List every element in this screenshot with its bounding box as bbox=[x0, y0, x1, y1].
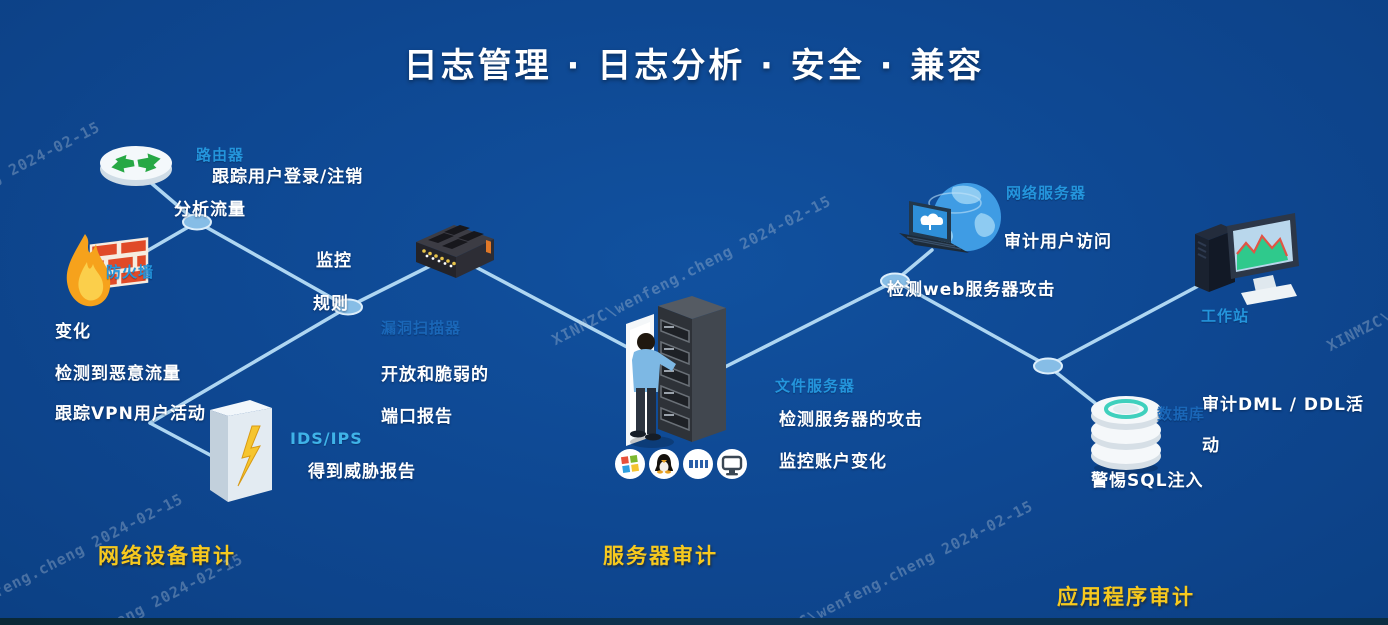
ids-ips-label: IDS/IPS bbox=[290, 429, 363, 448]
scanner-label: 漏洞扫描器 bbox=[381, 319, 462, 337]
page-title: 日志管理 · 日志分析 · 安全 · 兼容 bbox=[403, 46, 985, 86]
section-applications: 应用程序审计 bbox=[1057, 585, 1195, 609]
firewall-note-changes: 变化 bbox=[55, 322, 91, 342]
web-note-attacks: 检测web服务器攻击 bbox=[887, 280, 1056, 300]
router-icon bbox=[100, 146, 172, 186]
link-j3-j4 bbox=[893, 279, 1050, 368]
database-icon bbox=[1091, 396, 1161, 474]
workstation-node bbox=[1185, 208, 1315, 312]
database-note-dml-line1: 审计DML / DDL活 bbox=[1202, 395, 1364, 415]
file-server-label: 文件服务器 bbox=[775, 377, 856, 395]
linux-icon bbox=[649, 449, 679, 479]
workstation-label: 工作站 bbox=[1201, 307, 1250, 325]
database-node bbox=[1082, 380, 1172, 479]
web-server-node bbox=[893, 175, 1013, 274]
ids-note-threat: 得到威胁报告 bbox=[308, 462, 416, 482]
terminal-monitor-icon bbox=[717, 449, 747, 479]
firewall-icon bbox=[66, 234, 149, 307]
link-note-monitor: 监控 bbox=[316, 251, 352, 271]
mainframe-os-icon bbox=[683, 449, 713, 479]
os-badges bbox=[614, 447, 748, 481]
junction-dot bbox=[880, 272, 910, 290]
firewall-node bbox=[55, 228, 155, 317]
router-note-traffic: 分析流量 bbox=[174, 200, 246, 220]
link-j4-workstation bbox=[1046, 283, 1202, 368]
router-note-login: 跟踪用户登录/注销 bbox=[212, 167, 364, 187]
vulnerability-scanner-icon bbox=[416, 225, 494, 278]
server-rack-node bbox=[600, 290, 750, 469]
web-note-access: 审计用户访问 bbox=[1004, 232, 1112, 252]
database-note-sql: 警惕SQL注入 bbox=[1091, 471, 1204, 491]
link-j1-j2 bbox=[195, 220, 350, 309]
database-note-dml-line2: 动 bbox=[1202, 436, 1220, 456]
router-label: 路由器 bbox=[196, 146, 245, 164]
firewall-note-malicious: 检测到恶意流量 bbox=[55, 364, 181, 384]
ids-ips-node bbox=[198, 390, 288, 514]
firewall-label: 防火墙 bbox=[106, 263, 155, 281]
junction-dot bbox=[182, 213, 212, 231]
file-note-accounts: 监控账户变化 bbox=[779, 452, 887, 472]
database-label: 数据库 bbox=[1157, 405, 1206, 423]
junction-dot bbox=[333, 298, 363, 316]
section-servers: 服务器审计 bbox=[603, 544, 718, 568]
link-note-rules: 规则 bbox=[313, 294, 349, 314]
workstation-icon bbox=[1195, 213, 1299, 305]
router-node bbox=[96, 136, 176, 196]
link-elbow-ids bbox=[148, 421, 214, 458]
web-server-icon bbox=[899, 183, 1001, 253]
section-network-devices: 网络设备审计 bbox=[98, 544, 236, 568]
link-j2-scanner bbox=[346, 264, 432, 309]
scanner-note-open: 开放和脆弱的 bbox=[381, 365, 489, 385]
vulnerability-scanner-node bbox=[402, 218, 502, 292]
link-scanner-server bbox=[468, 262, 644, 357]
file-note-attacks: 检测服务器的攻击 bbox=[779, 410, 923, 430]
bottom-edge-strip bbox=[0, 618, 1388, 625]
windows-icon bbox=[615, 449, 645, 479]
junction-dot bbox=[1033, 357, 1063, 375]
server-rack-icon bbox=[626, 296, 726, 448]
scanner-note-ports: 端口报告 bbox=[381, 407, 453, 427]
firewall-note-vpn: 跟踪VPN用户活动 bbox=[55, 404, 206, 424]
link-j2-elbow bbox=[148, 305, 350, 425]
link-server-j3 bbox=[713, 279, 897, 374]
ids-ips-icon bbox=[210, 400, 272, 502]
web-server-label: 网络服务器 bbox=[1006, 184, 1087, 202]
